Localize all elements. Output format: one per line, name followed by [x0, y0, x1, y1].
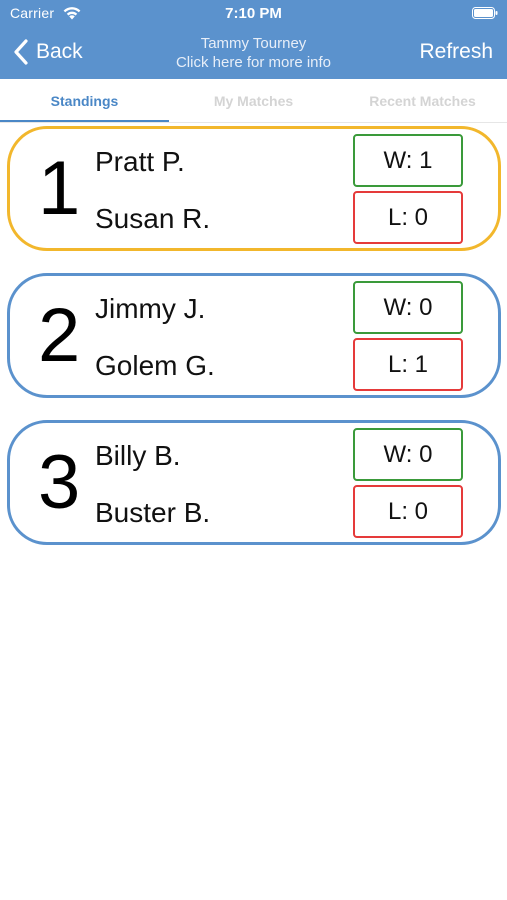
player-name: Jimmy J. [95, 293, 206, 324]
refresh-button[interactable]: Refresh [419, 40, 493, 63]
tab-standings[interactable]: Standings [0, 79, 169, 123]
tab-my-matches[interactable]: My Matches [213, 93, 294, 109]
wins-box: W: 0 [353, 428, 463, 481]
rank-number: 2 [38, 293, 81, 378]
wins-box: W: 0 [353, 281, 463, 334]
tourney-title: Tammy Tourney [200, 35, 307, 52]
standing-card[interactable]: 1 Pratt P. Susan R. W: 1 L: 0 [7, 126, 501, 251]
standings-list: 1 Pratt P. Susan R. W: 1 L: 0 2 Jimmy J.… [7, 126, 501, 567]
back-label: Back [36, 40, 83, 63]
status-carrier: Carrier [10, 5, 55, 21]
status-time: 7:10 PM [225, 5, 282, 22]
player-name: Susan R. [95, 203, 211, 234]
standing-card[interactable]: 3 Billy B. Buster B. W: 0 L: 0 [7, 420, 501, 545]
tab-divider [0, 122, 507, 123]
player-name: Billy B. [95, 440, 181, 471]
losses-box: L: 0 [353, 191, 463, 244]
player-name: Buster B. [95, 497, 211, 528]
standing-card[interactable]: 2 Jimmy J. Golem G. W: 0 L: 1 [7, 273, 501, 398]
navigation-bar: Carrier 7:10 PM Back Tammy Tourney Click… [0, 0, 507, 79]
battery-icon [472, 7, 498, 19]
chevron-left-icon [14, 39, 28, 65]
wifi-icon [63, 7, 81, 20]
rank-number: 3 [38, 440, 81, 525]
wins-box: W: 1 [353, 134, 463, 187]
player-name: Pratt P. [95, 146, 185, 177]
player-name: Golem G. [95, 350, 215, 381]
back-button[interactable]: Back [12, 37, 83, 67]
tourney-subtitle: Click here for more info [175, 54, 332, 71]
losses-box: L: 0 [353, 485, 463, 538]
tab-recent-matches[interactable]: Recent Matches [369, 93, 476, 109]
tourney-title-button[interactable]: Tammy Tourney Click here for more info [140, 34, 367, 73]
tab-bar: Standings My Matches Recent Matches [0, 79, 507, 123]
losses-box: L: 1 [353, 338, 463, 391]
rank-number: 1 [38, 146, 81, 231]
